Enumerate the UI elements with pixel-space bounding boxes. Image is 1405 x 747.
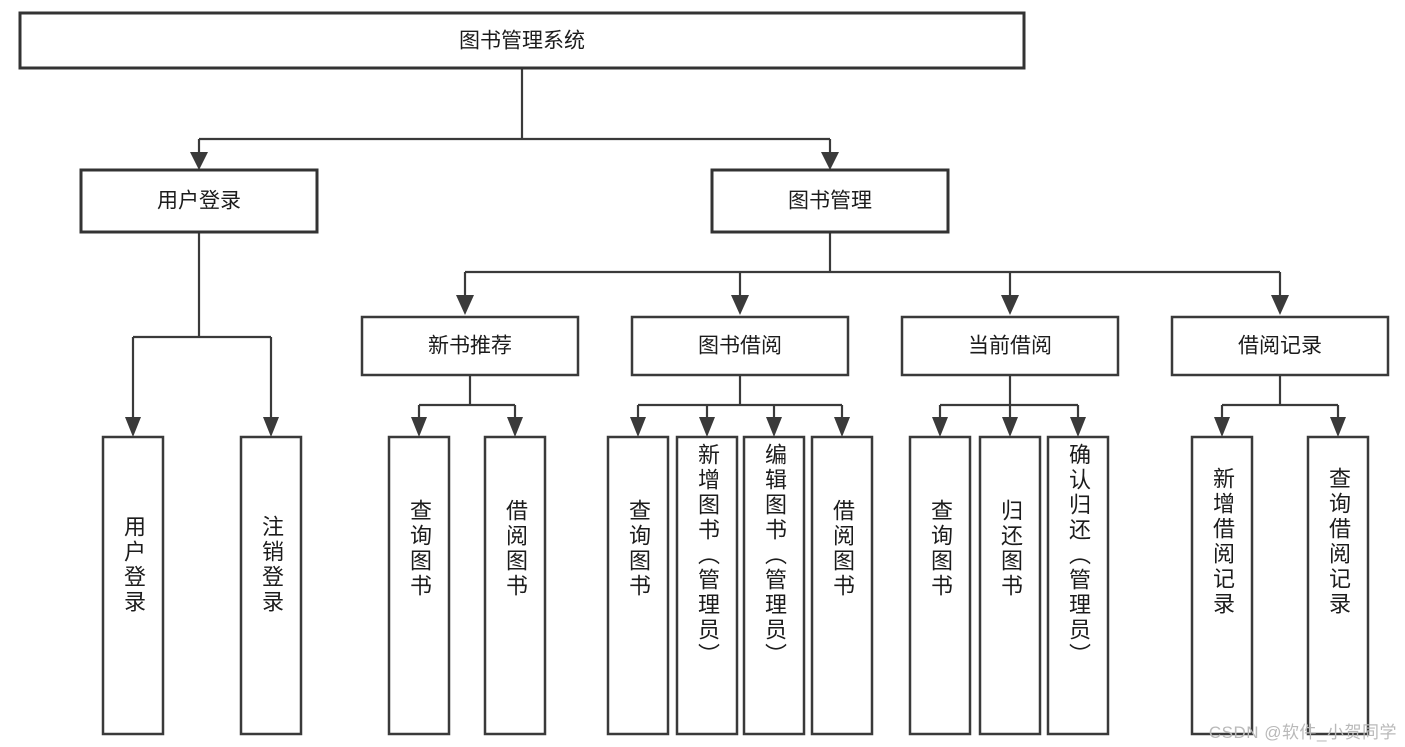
arrowhead-leaf-edit-book — [766, 417, 782, 437]
arrowhead-leaf-user-logout — [263, 417, 279, 437]
arrowhead-leaf-add-record — [1214, 417, 1230, 437]
node-book-manage-box[interactable] — [710, 168, 950, 234]
arrowhead-leaf-query-book-1 — [411, 417, 427, 437]
arrowhead-leaf-user-login — [125, 417, 141, 437]
arrowhead-new-book-recommend — [456, 295, 474, 315]
node-current-borrow[interactable]: 当前借阅 — [900, 315, 1120, 377]
node-book-borrow-box[interactable] — [630, 315, 850, 377]
node-book-manage-label: 图书管理 — [788, 190, 872, 213]
arrowhead-leaf-add-book — [699, 417, 715, 437]
node-book-manage[interactable]: 图书管理 — [710, 168, 950, 234]
arrowhead-current-borrow — [1001, 295, 1019, 315]
node-user-login-box[interactable] — [79, 168, 319, 234]
leaf-box-return-book[interactable] — [978, 435, 1042, 736]
node-current-borrow-label: 当前借阅 — [968, 335, 1052, 358]
arrowhead-book-borrow — [731, 295, 749, 315]
node-borrow-record-label: 借阅记录 — [1238, 335, 1322, 358]
arrowhead-leaf-borrow-book-2 — [834, 417, 850, 437]
node-borrow-record[interactable]: 借阅记录 — [1170, 315, 1390, 377]
leaf-box-user-login[interactable] — [101, 435, 165, 736]
node-user-login-label: 用户登录 — [157, 190, 241, 213]
node-book-borrow[interactable]: 图书借阅 — [630, 315, 850, 377]
node-borrow-record-box[interactable] — [1170, 315, 1390, 377]
leaf-box-add-record[interactable] — [1190, 435, 1254, 736]
node-new-book-recommend-box[interactable] — [360, 315, 580, 377]
leaf-box-user-logout[interactable] — [239, 435, 303, 736]
node-new-book-recommend[interactable]: 新书推荐 — [360, 315, 580, 377]
leaf-box-query-record[interactable] — [1306, 435, 1370, 736]
node-book-borrow-label: 图书借阅 — [698, 335, 782, 358]
arrowhead-userlogin — [190, 152, 208, 170]
arrowhead-leaf-query-book-2 — [630, 417, 646, 437]
leaf-box-add-book[interactable] — [675, 435, 739, 736]
leaf-box-query-book-2[interactable] — [606, 435, 670, 736]
leaf-box-borrow-book-2[interactable] — [810, 435, 874, 736]
arrowhead-leaf-query-book-3 — [932, 417, 948, 437]
leaf-box-borrow-book-1[interactable] — [483, 435, 547, 736]
leaf-box-edit-book[interactable] — [742, 435, 806, 736]
arrowhead-leaf-query-record — [1330, 417, 1346, 437]
node-root-box[interactable] — [18, 11, 1026, 70]
csdn-watermark: CSDN @软件_小贺同学 — [1208, 723, 1397, 742]
node-user-login[interactable]: 用户登录 — [79, 168, 319, 234]
arrowhead-bookmanage — [821, 152, 839, 170]
arrowhead-borrow-record — [1271, 295, 1289, 315]
node-root-label: 图书管理系统 — [459, 30, 585, 53]
arrowhead-leaf-confirm-return — [1070, 417, 1086, 437]
arrowhead-leaf-return-book — [1002, 417, 1018, 437]
node-new-book-recommend-label: 新书推荐 — [428, 335, 512, 358]
leaf-box-query-book-3[interactable] — [908, 435, 972, 736]
arrowhead-leaf-borrow-book-1 — [507, 417, 523, 437]
node-root[interactable]: 图书管理系统 — [18, 11, 1026, 70]
node-current-borrow-box[interactable] — [900, 315, 1120, 377]
leaf-box-query-book-1[interactable] — [387, 435, 451, 736]
connectors — [125, 68, 1346, 437]
leaf-box-confirm-return[interactable] — [1046, 435, 1110, 736]
leaf-boxes — [101, 435, 1370, 736]
